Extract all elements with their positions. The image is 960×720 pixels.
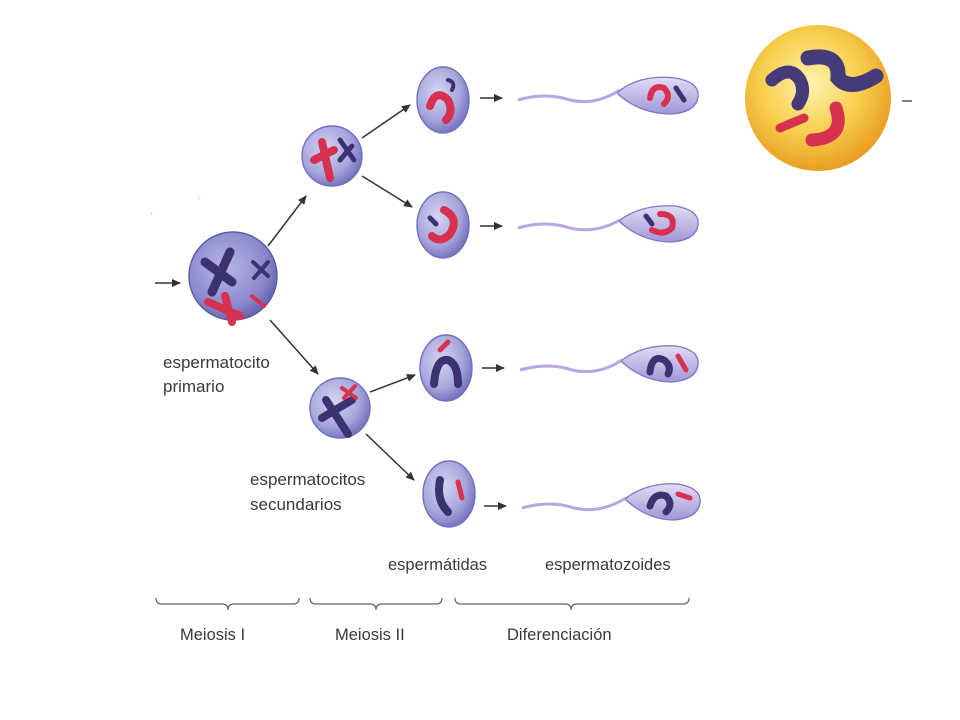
spermatid-3 <box>419 334 473 402</box>
stage-differentiation: Diferenciación <box>507 626 612 644</box>
arrow-to-spermatid-1 <box>361 104 411 139</box>
primary-spermatocyte-cell <box>188 231 278 326</box>
spermatozoon-1 <box>517 76 699 115</box>
secondary-spermatocytes-label-line1: espermatocitos <box>250 470 365 489</box>
spermatozoon-3 <box>519 345 699 383</box>
arrow-to-spermatid-3 <box>369 374 416 393</box>
arrow-to-spermatid-4 <box>365 433 415 481</box>
stray-mark: · <box>150 208 153 219</box>
spermatid-2 <box>416 191 470 259</box>
primary-spermatocyte-label-line1: espermatocito <box>163 353 270 372</box>
arrow-to-spermatid-2 <box>361 175 413 208</box>
spermatozoon-4 <box>521 483 701 521</box>
spermatozoon-2 <box>517 205 699 243</box>
secondary-spermatocyte-bottom <box>309 377 371 439</box>
secondary-spermatocyte-top <box>301 125 363 187</box>
spermatid-1 <box>416 66 470 134</box>
spermatozoa-label: espermatozoides <box>545 556 671 574</box>
chromosome-detail-cell <box>745 25 891 171</box>
stray-mark: · <box>198 193 201 204</box>
stage-meiosis-1: Meiosis I <box>180 626 245 644</box>
bracket-meiosis-2 <box>309 597 443 611</box>
spermatids-label: espermátidas <box>388 556 487 574</box>
arrow-to-secondary-bottom <box>269 319 319 375</box>
secondary-spermatocytes-label-line2: secundarios <box>250 495 342 514</box>
stage-meiosis-2: Meiosis II <box>335 626 405 644</box>
spermatid-4 <box>422 460 476 528</box>
primary-spermatocyte-label-line2: primario <box>163 377 224 396</box>
arrow-to-secondary-top <box>267 195 307 247</box>
bracket-meiosis-1 <box>155 597 300 611</box>
bracket-differentiation <box>454 597 690 611</box>
